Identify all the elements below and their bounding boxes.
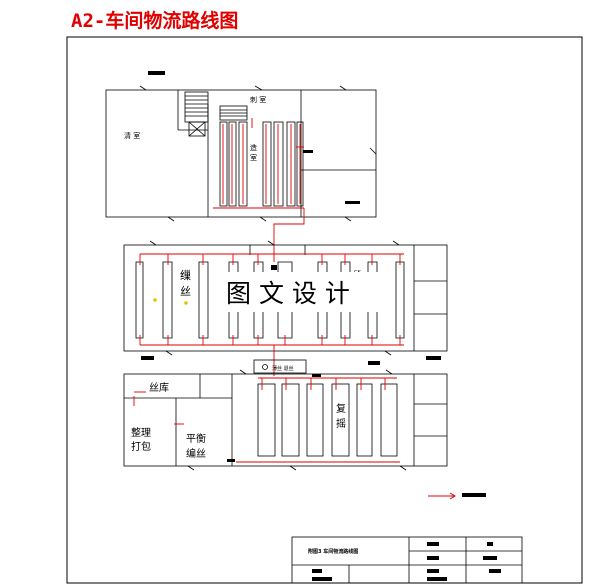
label-block <box>427 577 447 581</box>
watermark-box <box>213 272 380 312</box>
room-label-top: 刺 室 <box>250 95 266 104</box>
label-block <box>426 356 441 360</box>
lower-building <box>123 369 448 471</box>
middle-building <box>123 240 448 356</box>
small-box-label: 薄丝 退丝 <box>272 365 294 372</box>
reeling-label: 缫 <box>180 268 191 282</box>
label-block <box>368 361 380 365</box>
label-block <box>312 374 321 377</box>
label-block <box>271 265 277 270</box>
label-block <box>141 356 154 360</box>
top-building <box>105 85 377 222</box>
balance-label: 平衡 <box>186 433 206 445</box>
title-block <box>291 536 523 584</box>
reeling-label-2: 丝 <box>180 285 191 298</box>
label-block <box>427 542 439 546</box>
top-flow-lines <box>213 118 305 262</box>
watermark: 图 文 设 计 <box>226 279 350 308</box>
room-label-left: 清 室 <box>124 131 140 140</box>
label-block <box>483 556 497 560</box>
label-block <box>489 569 501 573</box>
red-arrow-icon <box>428 492 456 500</box>
highlight-dot <box>153 298 157 302</box>
highlight-dot <box>184 301 188 305</box>
title-block-caption: 附图3 车间物流路线图 <box>308 548 358 555</box>
silk-storage-label: 丝库 <box>149 381 169 394</box>
small-circle <box>262 364 268 370</box>
label-block <box>312 569 322 573</box>
label-block <box>345 201 360 204</box>
sort-pack-label-2: 打包 <box>131 440 151 453</box>
rewind-label: 复 <box>336 402 346 415</box>
label-block <box>148 71 165 75</box>
label-block <box>303 150 313 153</box>
legend-label-block <box>462 493 486 497</box>
label-block <box>427 569 439 573</box>
room-label-inner: 造 <box>250 143 257 152</box>
middle-flow-lines <box>139 253 404 376</box>
page-title: A2-车间物流路线图 <box>71 10 239 32</box>
balance-label-2: 编丝 <box>186 447 206 460</box>
label-block <box>487 542 493 546</box>
room-label-inner-2: 室 <box>250 153 257 162</box>
label-block <box>227 459 235 462</box>
sort-pack-label: 整理 <box>131 426 151 439</box>
label-block <box>312 577 332 581</box>
lower-flow-lines <box>133 377 400 463</box>
rewind-label-2: 摇 <box>336 417 346 430</box>
small-box <box>253 359 307 374</box>
label-block <box>427 556 439 560</box>
